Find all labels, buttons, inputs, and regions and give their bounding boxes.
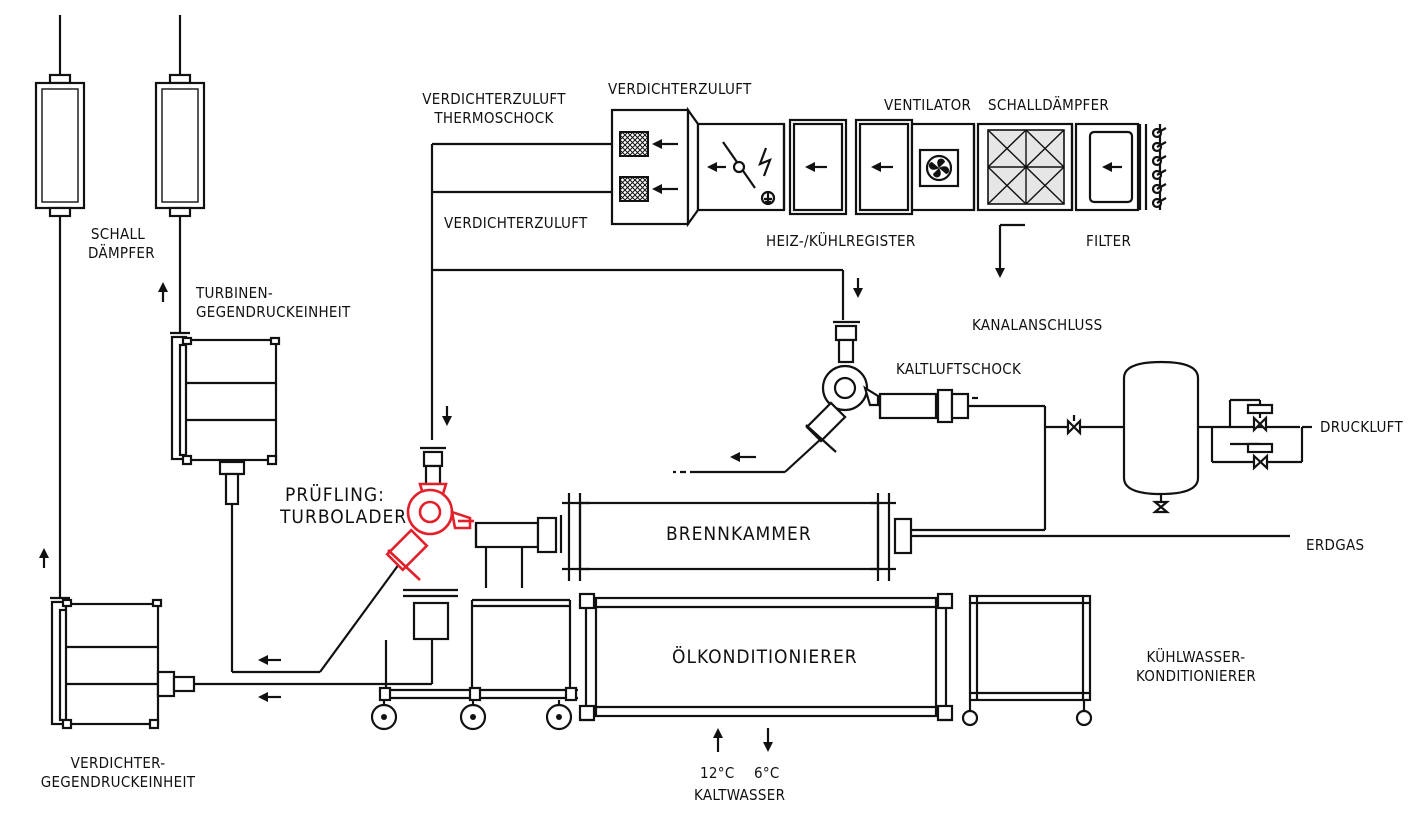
silencer-right	[154, 15, 206, 333]
turbolader-pruefling	[385, 278, 474, 641]
druckluft-supply	[1045, 360, 1312, 514]
arrow-down-icon	[853, 288, 863, 298]
label-druckluft: DRUCKLUFT	[1320, 418, 1404, 436]
label-verdichterzuluft-thermoschock: VERDICHTERZULUFT THERMOSCHOCK	[422, 90, 566, 127]
arrow-left-icon	[730, 452, 740, 462]
arrow-down-icon	[442, 416, 452, 426]
label-temp-6: 6°C	[754, 764, 780, 782]
label-brennkammer: BRENNKAMMER	[666, 523, 812, 545]
kaltluftschock-unit	[690, 278, 1045, 474]
label-pruefling-turbolader: PRÜFLING: TURBOLADER	[280, 484, 408, 528]
trolley-pruefling	[370, 598, 578, 731]
arrow-down-icon	[995, 268, 1005, 278]
label-schalldaempfer: SCHALL DÄMPFER	[88, 225, 155, 262]
label-verdichterzuluft-lower: VERDICHTERZULUFT	[444, 214, 588, 232]
label-heiz-kuehlregister: HEIZ-/KÜHLREGISTER	[766, 232, 916, 250]
kuehlwasser-konditionierer	[961, 594, 1093, 727]
label-filter: FILTER	[1086, 232, 1132, 250]
arrow-up-icon	[713, 728, 723, 738]
turbinen-gegendruckeinheit	[170, 331, 281, 672]
label-schalldaempfer-top: SCHALLDÄMPFER	[988, 96, 1110, 114]
label-turbinen-gegendruckeinheit: TURBINEN- GEGENDRUCKEINHEIT	[196, 284, 351, 321]
silencer-left	[34, 15, 86, 598]
arrow-down-icon	[763, 742, 773, 752]
label-oelkonditionierer: ÖLKONDITIONIERER	[672, 646, 858, 668]
label-temp-12: 12°C	[700, 764, 735, 782]
label-verdichter-gegendruckeinheit: VERDICHTER- GEGENDRUCKEINHEIT	[40, 754, 196, 791]
air-supply-unit	[610, 106, 1167, 278]
verdichter-gegendruckeinheit	[50, 596, 232, 730]
oelkonditionierer	[578, 592, 954, 722]
label-kuehlwasser-konditionierer: KÜHLWASSER- KONDITIONIERER	[1135, 648, 1257, 685]
arrow-left-icon	[258, 655, 268, 665]
arrow-up-icon	[39, 548, 49, 558]
arrow-up-icon	[158, 282, 168, 292]
label-verdichterzuluft-top: VERDICHTERZULUFT	[608, 80, 752, 98]
label-erdgas: ERDGAS	[1306, 536, 1365, 554]
label-kaltwasser: KALTWASSER	[694, 786, 786, 804]
label-kaltluftschock: KALTLUFTSCHOCK	[896, 360, 1022, 378]
label-kanalanschluss: KANALANSCHLUSS	[972, 316, 1103, 334]
label-ventilator: VENTILATOR	[884, 96, 972, 114]
brennkammer	[562, 406, 1290, 581]
arrow-left-icon	[258, 692, 268, 702]
